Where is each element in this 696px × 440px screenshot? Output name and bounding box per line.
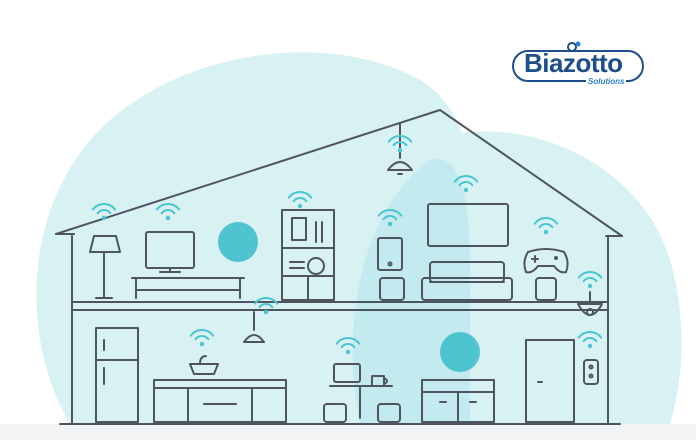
wifi-dot [199, 341, 205, 347]
wifi-arc [392, 141, 408, 147]
wifi-arc [382, 215, 398, 221]
wifi-dot [263, 309, 269, 315]
wifi-signal-icon [577, 271, 603, 289]
wifi-arc [91, 203, 117, 211]
kitchen-pendant-lamp-icon [243, 311, 265, 343]
wifi-arc [582, 337, 598, 343]
game-controller-icon [523, 248, 569, 301]
wifi-signal-icon [577, 331, 603, 349]
wifi-signal-icon [287, 191, 313, 209]
wifi-arc [96, 209, 112, 215]
wifi-dot [397, 147, 403, 153]
cabinet-icon [421, 379, 495, 423]
wifi-arc [160, 209, 176, 215]
brand-gear-icon [567, 41, 581, 52]
pendant-lamp-icon [387, 123, 413, 175]
wifi-arc [377, 209, 403, 217]
wifi-signal-icon [387, 135, 413, 153]
tv-icon [131, 231, 245, 299]
wifi-dot [345, 349, 351, 355]
wifi-signal-icon [453, 175, 479, 193]
background-blob-overlap [352, 158, 470, 425]
smart-hub-dot-icon [440, 332, 480, 372]
brand-logo-pill [512, 50, 644, 82]
wifi-dot [101, 215, 107, 221]
smart-speaker-dot-icon [218, 222, 258, 262]
wifi-arc [387, 135, 413, 143]
wifi-signal-icon [155, 203, 181, 221]
fridge-icon [95, 327, 139, 423]
wifi-arc [538, 223, 554, 229]
wifi-arc [155, 203, 181, 211]
wifi-signal-icon [91, 203, 117, 221]
wifi-arc [577, 331, 603, 339]
smart-lock-icon [583, 359, 599, 385]
kitchen-sink-icon [153, 355, 287, 423]
wifi-dot [463, 187, 469, 193]
wifi-dot [165, 215, 171, 221]
wall-tv-icon [427, 203, 509, 247]
wifi-arc [582, 277, 598, 283]
ground-band [0, 424, 696, 440]
brand-tagline: Solutions [586, 77, 627, 86]
security-camera-icon [577, 291, 603, 316]
sofa-icon [421, 261, 513, 301]
wifi-signal-icon [335, 337, 361, 355]
wifi-arc [340, 343, 356, 349]
wifi-arc [258, 303, 274, 309]
wifi-arc [453, 175, 479, 183]
wifi-arc [287, 191, 313, 199]
brand-logo: Biazotto Solutions [506, 40, 652, 92]
wifi-arc [292, 197, 308, 203]
wifi-dot [587, 343, 593, 349]
wifi-arc [458, 181, 474, 187]
wifi-arc [189, 329, 215, 337]
wifi-arc [577, 271, 603, 279]
wifi-arc [335, 337, 361, 345]
wifi-dot [587, 283, 593, 289]
wifi-dot [387, 221, 393, 227]
wifi-dot [297, 203, 303, 209]
wifi-signals [91, 135, 603, 355]
tablet-icon [377, 237, 405, 301]
wifi-arc [194, 335, 210, 341]
wifi-dot [543, 229, 549, 235]
floor-lamp-icon [89, 235, 121, 299]
brand-name: Biazotto [524, 48, 623, 78]
door-icon [525, 339, 575, 423]
wifi-arc [253, 297, 279, 305]
wifi-signal-icon [253, 297, 279, 315]
coffee-cup-icon [371, 375, 388, 387]
house-outline [55, 109, 623, 425]
bookshelf-icon [281, 209, 335, 301]
wifi-arc [533, 217, 559, 225]
wifi-signal-icon [189, 329, 215, 347]
wifi-signal-icon [533, 217, 559, 235]
wifi-signal-icon [377, 209, 403, 227]
